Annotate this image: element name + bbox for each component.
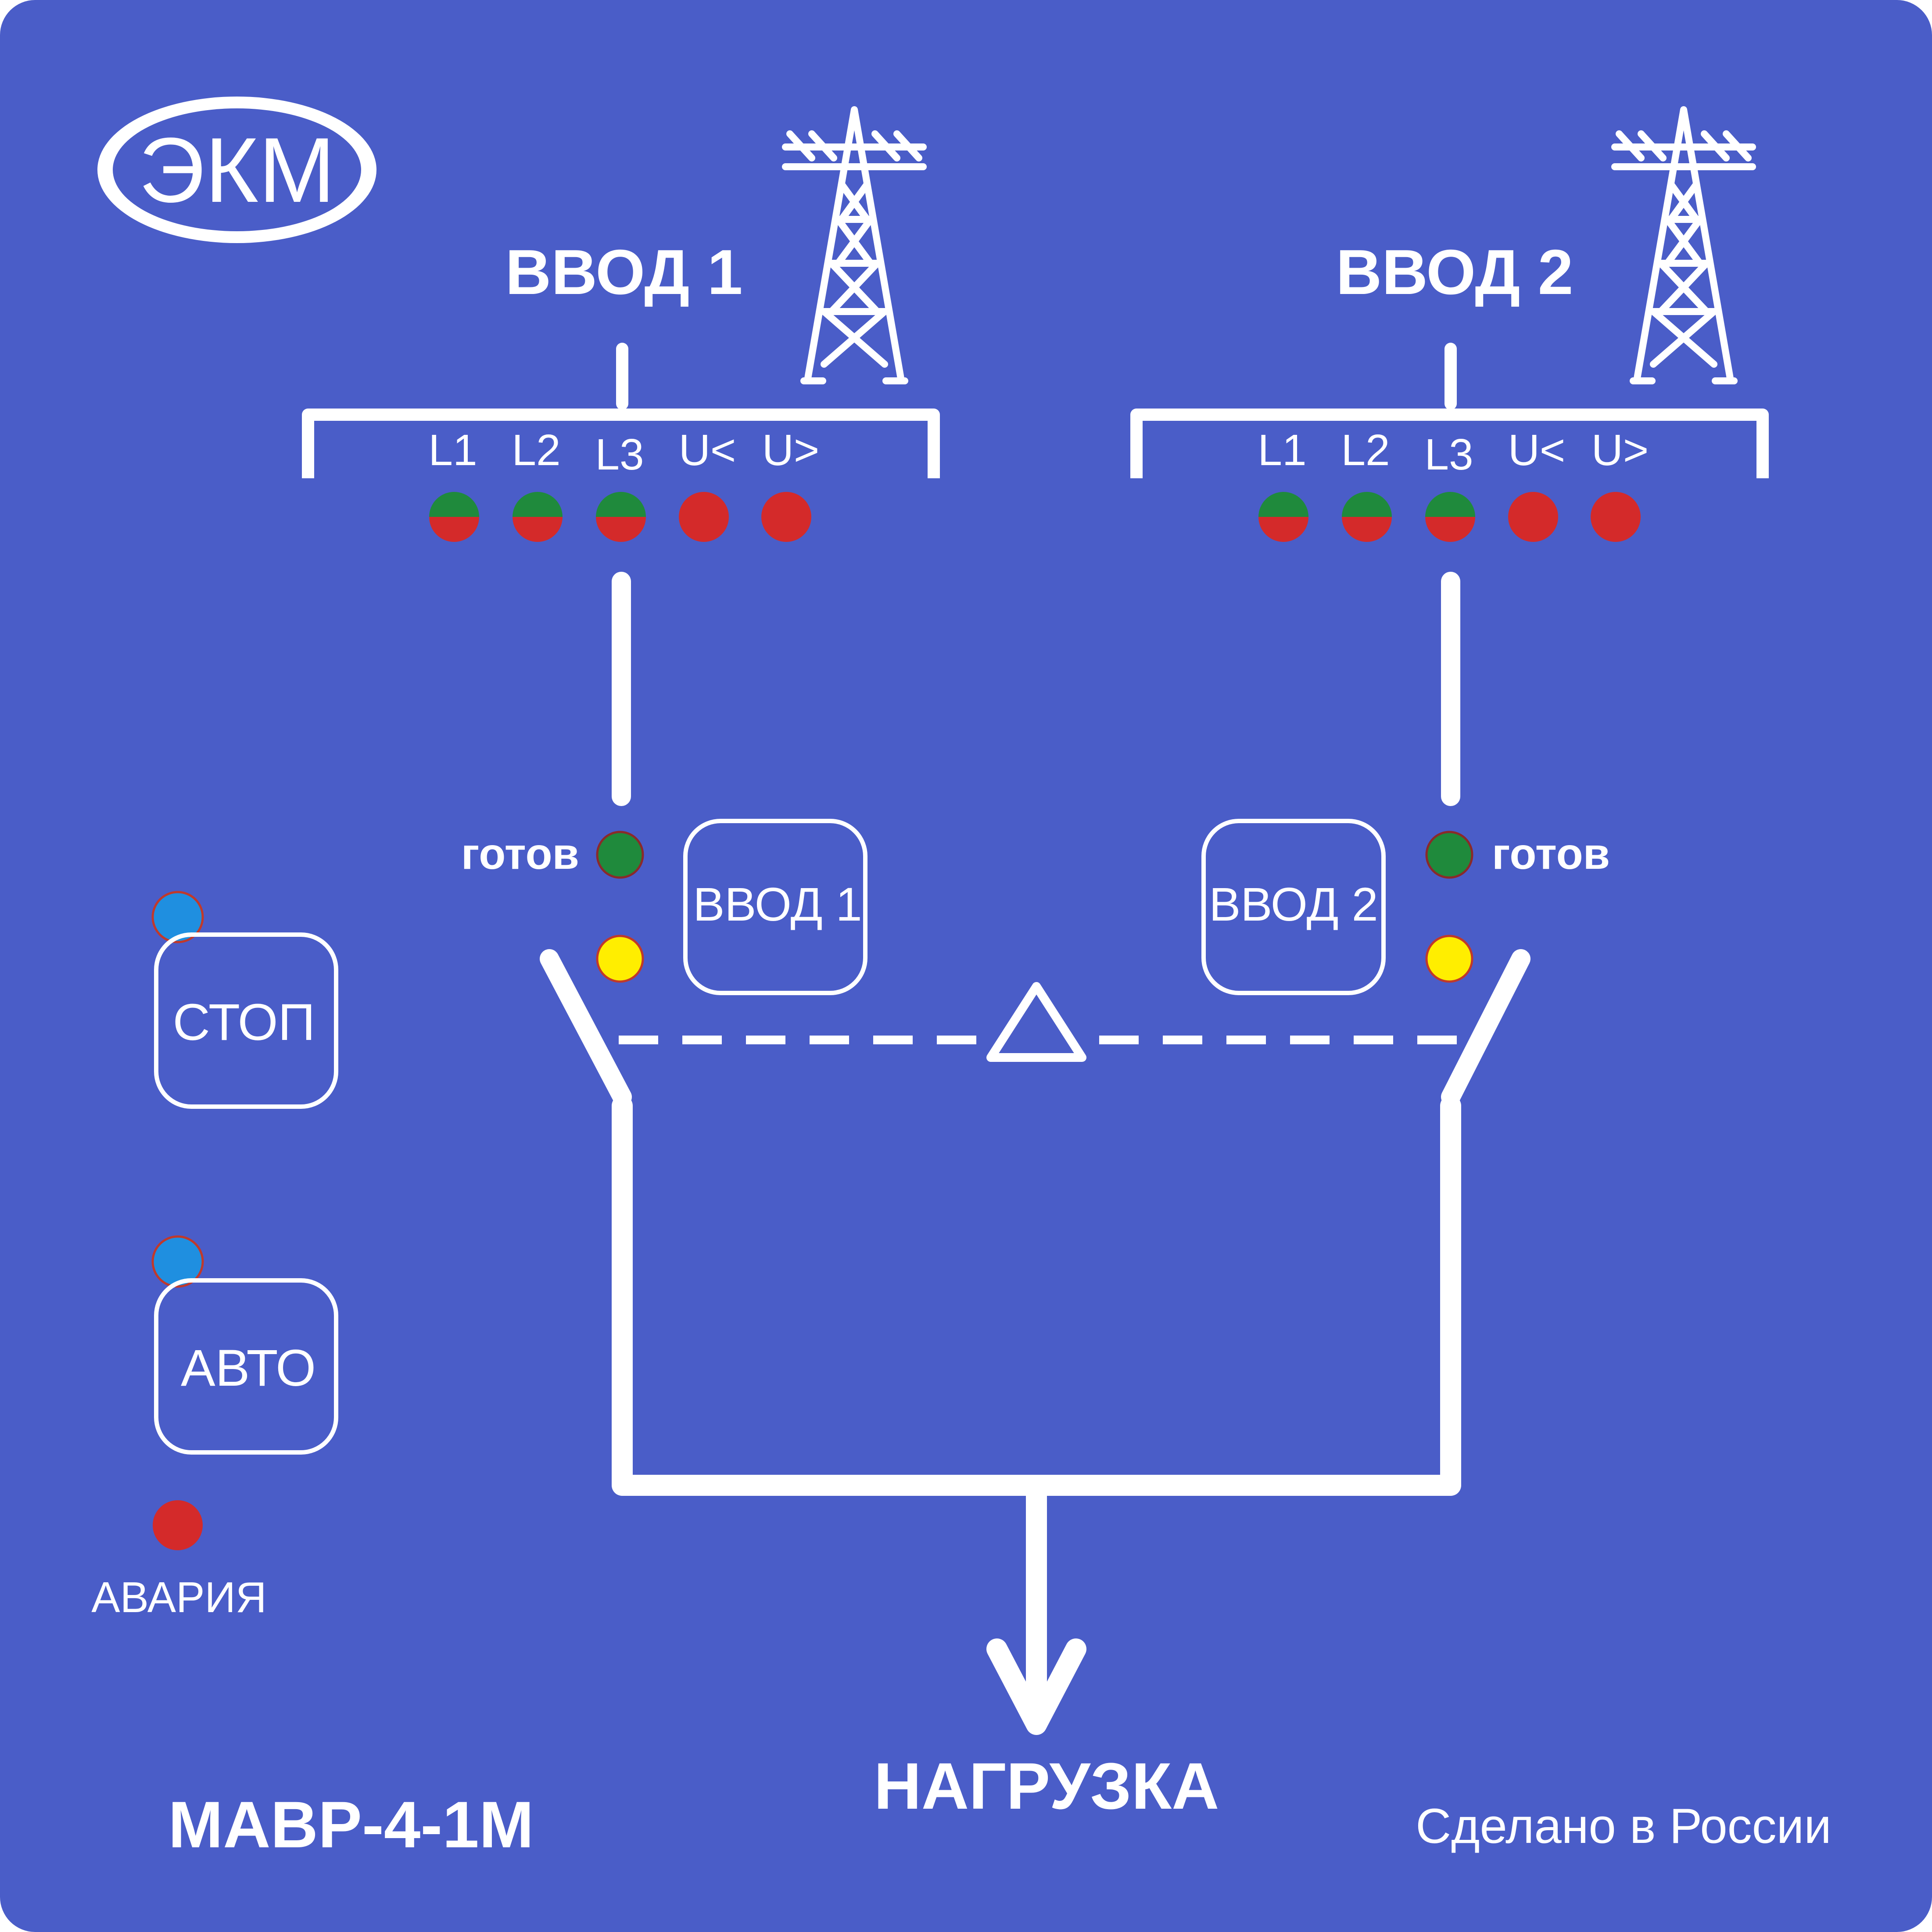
auto-led: [151, 1235, 204, 1288]
led-label: L3: [1424, 430, 1473, 479]
input-2-button-label: ВВОД 2: [1209, 878, 1378, 931]
led-overvoltage: [1591, 492, 1641, 542]
model-label: МАВР-4-1М: [168, 1788, 534, 1861]
input-1-title: ВВОД 1: [505, 237, 743, 308]
led-label: L2: [512, 426, 560, 475]
stop-button[interactable]: СТОП: [154, 932, 338, 1109]
ready-led: [596, 831, 644, 879]
led-l3: [1425, 492, 1475, 542]
stop-button-label: СТОП: [173, 993, 315, 1051]
led-undervoltage: [679, 492, 729, 542]
ekm-logo: ЭКМ: [97, 97, 376, 243]
interlock-line: [619, 982, 1461, 1062]
switch-2-contact: [1441, 949, 1531, 1107]
power-tower-icon: [1611, 106, 1756, 384]
led-label: U>: [762, 426, 820, 475]
stop-led: [151, 891, 204, 943]
logo-text: ЭКМ: [139, 118, 335, 222]
led-l1: [429, 492, 479, 542]
alarm-led: [153, 1500, 203, 1550]
load-label: НАГРУЗКА: [874, 1749, 1219, 1823]
switch-led: [596, 935, 644, 983]
led-l2: [1342, 492, 1392, 542]
led-label: L3: [595, 430, 644, 479]
input-2-busbar: [1130, 343, 1769, 478]
led-l1: [1258, 492, 1308, 542]
input-1-button-label: ВВОД 1: [693, 878, 862, 931]
input-2-button[interactable]: ВВОД 2: [1201, 819, 1386, 995]
ready-led: [1425, 831, 1473, 879]
alarm-label: АВАРИЯ: [91, 1573, 266, 1621]
made-in-label: Сделано в России: [1416, 1799, 1832, 1853]
led-label: L1: [1258, 426, 1306, 475]
input-1-busbar: [302, 343, 940, 478]
input-2-title: ВВОД 2: [1336, 237, 1574, 308]
input-1-button[interactable]: ВВОД 1: [683, 819, 867, 995]
led-overvoltage: [761, 492, 811, 542]
led-undervoltage: [1508, 492, 1558, 542]
led-label: U<: [679, 426, 736, 475]
load-arrow: [986, 1638, 1086, 1735]
power-tower-icon: [782, 106, 927, 384]
auto-button-label: АВТО: [181, 1339, 316, 1397]
switch-1-contact: [540, 949, 632, 1107]
ready-label: готов: [461, 829, 579, 878]
led-l3: [596, 492, 646, 542]
led-label: U>: [1591, 426, 1649, 475]
auto-button[interactable]: АВТО: [154, 1278, 338, 1455]
led-label: L2: [1341, 426, 1390, 475]
led-label: L1: [428, 426, 477, 475]
led-label: U<: [1508, 426, 1566, 475]
switch-led: [1425, 935, 1473, 983]
ready-label: готов: [1492, 829, 1610, 878]
led-l2: [513, 492, 563, 542]
